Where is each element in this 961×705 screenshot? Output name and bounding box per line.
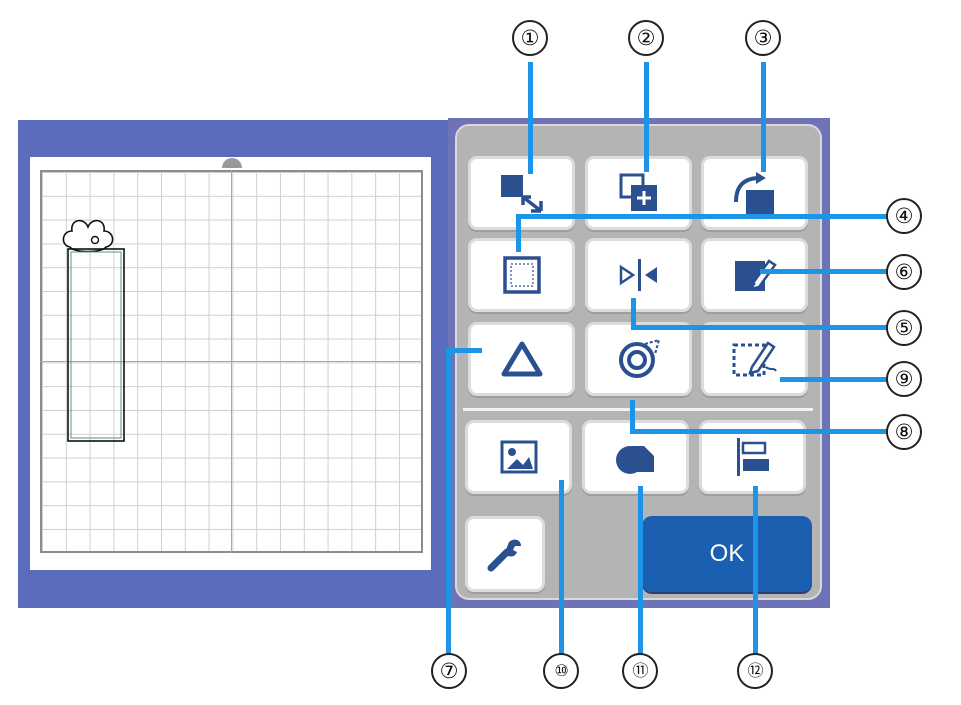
- callout-line-5b: [631, 325, 888, 330]
- panel-divider: [463, 408, 813, 411]
- mat-center-line-horizontal: [40, 361, 423, 362]
- edit-icon: [734, 259, 777, 291]
- callout-10: ⑩: [543, 653, 579, 689]
- callout-8: ⑧: [886, 414, 922, 450]
- image-icon: [500, 440, 537, 474]
- weld-icon: [615, 446, 654, 474]
- shape-button[interactable]: [468, 322, 575, 396]
- callout-line-8b: [630, 429, 888, 434]
- callout-6: ⑥: [886, 254, 922, 290]
- callout-7: ⑦: [431, 653, 467, 689]
- shape-icon: [501, 341, 542, 377]
- outline-draw-icon: [732, 341, 777, 377]
- callout-line-1: [528, 62, 533, 174]
- align-icon: [736, 438, 769, 476]
- image-button[interactable]: [465, 420, 572, 494]
- offset-button[interactable]: [585, 322, 692, 396]
- offset-icon: [618, 338, 660, 378]
- callout-line-11: [638, 486, 643, 660]
- select-all-icon: [502, 256, 541, 294]
- callout-line-5a: [631, 298, 636, 328]
- callout-line-10: [559, 480, 564, 660]
- mat-notch: [222, 158, 242, 168]
- callout-line-3: [761, 62, 766, 172]
- settings-button[interactable]: [465, 516, 545, 592]
- wrench-icon: [487, 539, 521, 572]
- bookmark-pattern[interactable]: [58, 205, 148, 455]
- ok-button[interactable]: OK: [642, 516, 812, 592]
- callout-line-4a: [516, 214, 521, 252]
- select-all-button[interactable]: [468, 238, 575, 312]
- mirror-button[interactable]: [585, 238, 692, 312]
- rotate-icon: [733, 172, 774, 214]
- resize-icon: [500, 175, 543, 213]
- callout-line-7b: [446, 348, 482, 353]
- outline-draw-button[interactable]: [701, 322, 808, 396]
- callout-line-9: [780, 377, 888, 382]
- callout-line-8a: [630, 400, 635, 432]
- callout-line-2: [644, 62, 649, 172]
- callout-5: ⑤: [886, 310, 922, 346]
- edit-button[interactable]: [701, 238, 808, 312]
- callout-9: ⑨: [886, 361, 922, 397]
- callout-4: ④: [886, 198, 922, 234]
- callout-line-7a: [446, 348, 451, 660]
- callout-line-4b: [516, 214, 888, 219]
- callout-3: ③: [745, 20, 781, 56]
- callout-2: ②: [628, 20, 664, 56]
- mirror-icon: [619, 259, 657, 291]
- duplicate-icon: [619, 173, 657, 211]
- callout-line-12: [753, 486, 758, 660]
- callout-1: ①: [512, 20, 548, 56]
- callout-11: ⑪: [622, 653, 658, 689]
- callout-line-6: [760, 269, 888, 274]
- callout-12: ⑫: [737, 653, 773, 689]
